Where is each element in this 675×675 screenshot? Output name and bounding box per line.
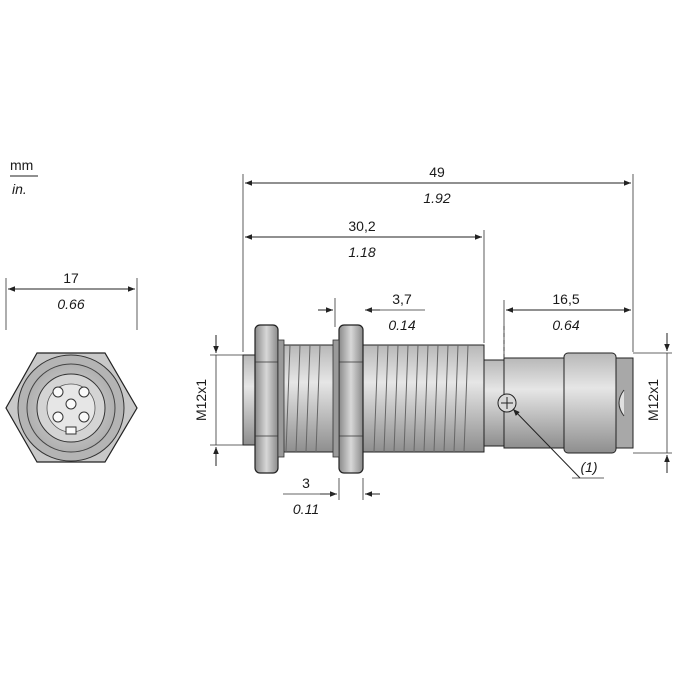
nut-gap-in: 0.14 bbox=[388, 317, 415, 333]
callout-label: (1) bbox=[580, 459, 597, 475]
overall-length-in: 1.92 bbox=[423, 190, 450, 206]
side-view: 49 1.92 30,2 1.18 3,7 0.14 16,5 0.64 3 0… bbox=[193, 164, 672, 517]
m12-connector bbox=[563, 352, 617, 454]
overall-length-mm: 49 bbox=[429, 164, 445, 180]
connector-length-in: 0.64 bbox=[552, 317, 579, 333]
thread-length-in: 1.18 bbox=[348, 244, 375, 260]
thread-spec-left: M12x1 bbox=[193, 379, 209, 421]
unit-metric: mm bbox=[10, 157, 33, 173]
hex-width-mm: 17 bbox=[63, 270, 79, 286]
lock-nut-2 bbox=[338, 324, 364, 474]
unit-imperial: in. bbox=[12, 181, 27, 197]
lock-nut-1 bbox=[254, 324, 279, 474]
nut-gap-mm: 3,7 bbox=[392, 291, 412, 307]
nut-thickness-in: 0.11 bbox=[293, 501, 319, 517]
units-legend: mm in. bbox=[10, 157, 38, 197]
hex-width-in: 0.66 bbox=[57, 296, 84, 312]
thread-spec-right: M12x1 bbox=[645, 379, 661, 421]
connector-length-mm: 16,5 bbox=[552, 291, 579, 307]
nut-thickness-mm: 3 bbox=[302, 475, 310, 491]
connector-pins bbox=[52, 386, 90, 435]
end-view: 17 0.66 bbox=[5, 270, 138, 463]
thread-length-mm: 30,2 bbox=[348, 218, 375, 234]
